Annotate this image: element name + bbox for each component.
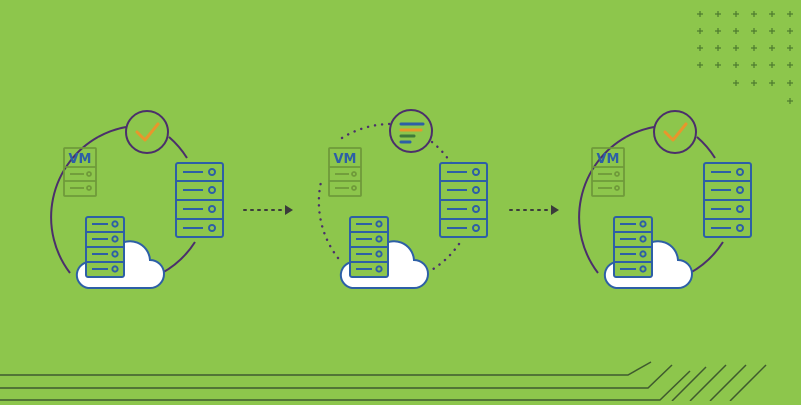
status-badge <box>653 110 697 154</box>
dotted-arrow-icon <box>243 205 293 215</box>
vm-label: VM <box>334 152 357 167</box>
vm-server-icon: VM <box>328 147 362 197</box>
dotted-ring <box>317 122 461 273</box>
dotted-arrow-icon <box>509 205 559 215</box>
stage-2: VM <box>317 109 488 289</box>
checkmark-icon <box>663 122 688 142</box>
bottom-lines-decoration <box>0 361 767 402</box>
server-icon <box>439 162 488 238</box>
plus-grid-decoration <box>697 11 793 104</box>
vm-server-icon: VM <box>63 147 97 197</box>
server-icon <box>613 216 653 278</box>
server-icon <box>703 162 752 238</box>
cloud-server-group <box>603 216 693 289</box>
cloud-server-group <box>75 216 165 289</box>
server-icon <box>85 216 125 278</box>
list-lines-icon <box>399 122 425 144</box>
status-badge <box>125 110 169 154</box>
vm-server-icon: VM <box>591 147 625 197</box>
checkmark-icon <box>135 122 160 142</box>
vm-label: VM <box>597 152 620 167</box>
status-badge <box>389 109 433 153</box>
cloud-server-group <box>339 216 429 289</box>
vm-label: VM <box>69 152 92 167</box>
server-icon <box>175 162 224 238</box>
stage-1: VM <box>50 110 224 289</box>
server-icon <box>349 216 389 278</box>
stage-3: VM <box>578 110 752 289</box>
